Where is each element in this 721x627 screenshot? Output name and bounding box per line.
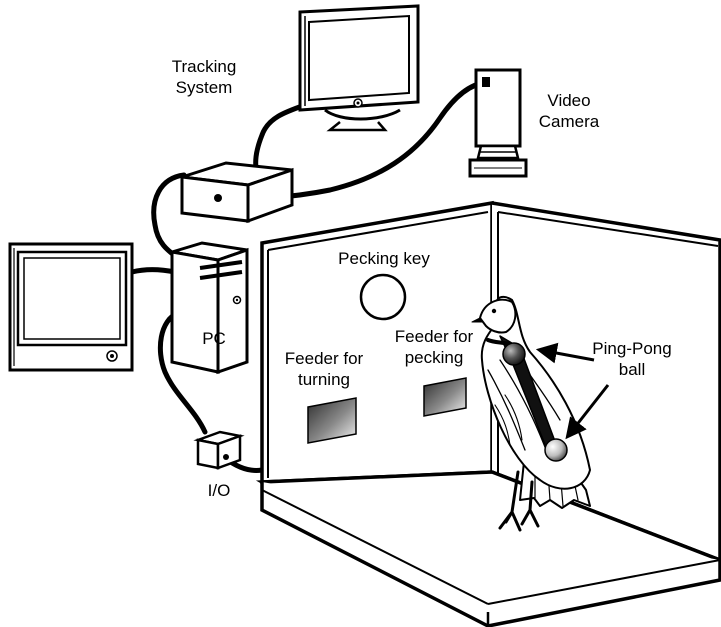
label-pc: PC [202, 329, 226, 348]
left-monitor [8, 242, 134, 372]
ping-pong-ball-upper [502, 342, 526, 366]
label-feeder-pecking-line1: Feeder for [394, 327, 474, 346]
ball-arrows [535, 342, 610, 440]
label-feeder-turning-line1: Feeder for [284, 349, 364, 368]
ping-pong-ball-lower [544, 438, 568, 462]
cable-pc-io [157, 310, 208, 435]
pc-tower [170, 241, 249, 375]
label-io: I/O [207, 481, 231, 500]
label-ping-pong-ball-line1: Ping-Pong [592, 339, 672, 358]
label-tracking-system-line1: Tracking [171, 57, 237, 76]
top-monitor [298, 4, 420, 132]
arrow-upper-ball [535, 342, 595, 364]
label-pecking-key: Pecking key [338, 249, 430, 268]
label-tracking-system: Tracking System [160, 56, 248, 98]
video-camera [468, 68, 528, 178]
label-feeder-pecking-line2: pecking [404, 348, 464, 367]
feeder-turning [307, 397, 357, 444]
feeder-pecking [423, 377, 467, 417]
pecking-key [359, 273, 407, 321]
io-box [193, 430, 245, 470]
arrow-lower-ball [565, 384, 610, 440]
tracking-box [180, 161, 294, 224]
cable-monitor-pc [129, 267, 178, 275]
label-feeder-turning-line2: turning [298, 370, 350, 389]
label-tracking-system-line2: System [175, 78, 233, 97]
cable-monitor-tracking [253, 102, 308, 171]
label-feeder-pecking: Feeder for pecking [384, 326, 484, 368]
label-video-camera-line1: Video [547, 91, 591, 110]
label-ping-pong-ball: Ping-Pong ball [572, 338, 692, 380]
label-video-camera: Video Camera [528, 90, 610, 132]
label-feeder-turning: Feeder for turning [274, 348, 374, 390]
cable-tracking-pc [151, 172, 187, 261]
label-ping-pong-ball-line2: ball [618, 360, 646, 379]
label-video-camera-line2: Camera [538, 112, 600, 131]
